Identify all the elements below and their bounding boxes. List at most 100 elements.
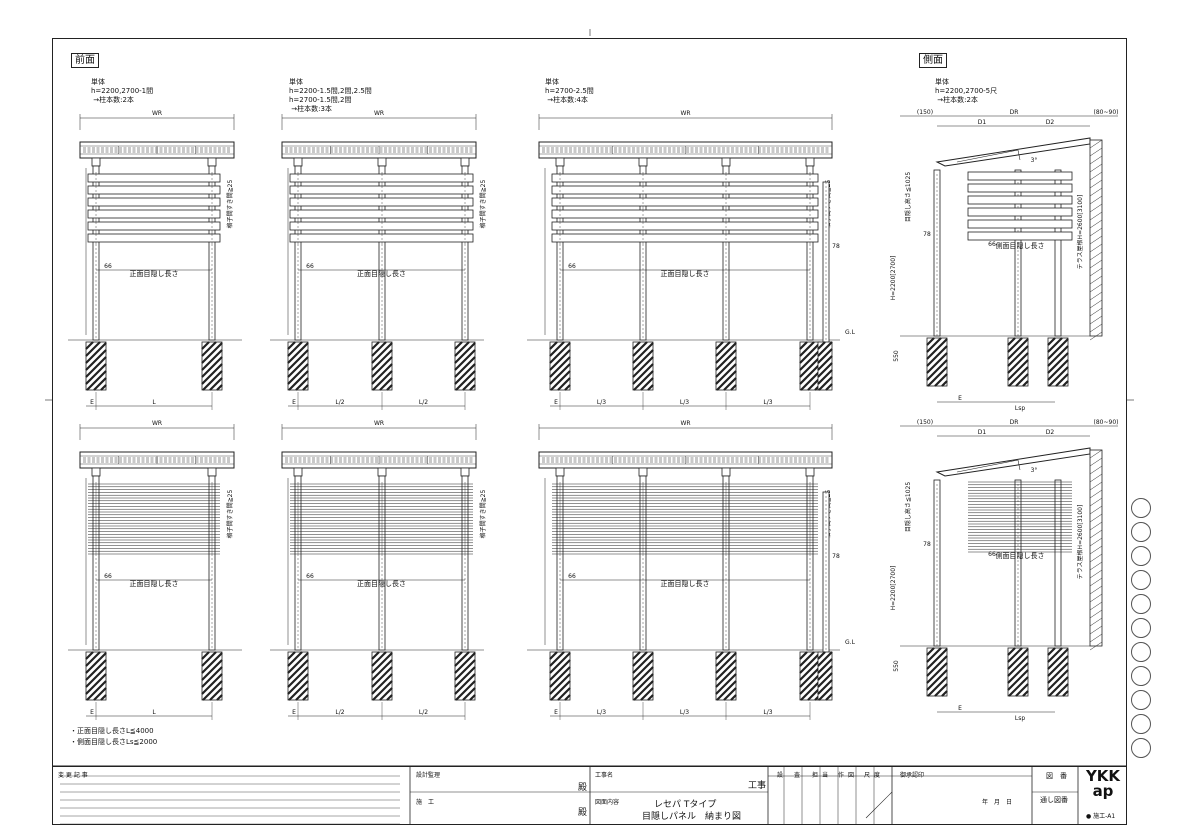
foundation-hatch: [799, 659, 821, 681]
wall-hatch: [1089, 609, 1103, 619]
note-3: 単体 h=2700-2.5間 →柱本数:4本: [545, 78, 594, 104]
foundation-hatch: [86, 370, 107, 391]
foundation-hatch: [926, 338, 948, 360]
foundation-hatch: [715, 341, 724, 350]
span-label: L: [152, 399, 156, 406]
foundation-hatch: [799, 651, 815, 667]
dim-lsp: Lsp: [1015, 405, 1025, 412]
panel-slat: [551, 173, 819, 183]
foundation-hatch: [799, 349, 821, 371]
foundation-hatch: [85, 659, 107, 681]
design-supervisor-label: 設計監理: [416, 772, 441, 779]
dim-78: 78: [832, 553, 840, 560]
foundation-hatch: [817, 348, 833, 364]
wall-hatch: [1089, 331, 1103, 341]
post: [1054, 169, 1062, 337]
foundation-hatch: [469, 384, 476, 391]
col-label: 当: [822, 772, 829, 779]
scale-slash: [865, 791, 893, 819]
post-cap: [91, 467, 101, 477]
drawing-title-2: 目隠しパネル 納まり図: [642, 812, 742, 822]
h-label: H=2200[2700]: [890, 566, 897, 611]
blank-circle: [1131, 690, 1151, 710]
panel-slat: [551, 221, 819, 231]
wall-hatch: [1089, 601, 1103, 611]
foundation-hatch: [926, 337, 942, 353]
foundation-hatch: [550, 680, 571, 701]
foundation-hatch: [799, 341, 815, 357]
foundation-hatch: [564, 384, 571, 391]
wall-hatch: [1089, 171, 1103, 181]
foundation-hatch: [371, 341, 387, 357]
foundation-hatch: [454, 356, 476, 378]
span-label: L/3: [763, 399, 772, 406]
foundation-hatch: [927, 676, 948, 697]
foundation-hatch: [632, 651, 641, 660]
wall-hatch: [1089, 641, 1103, 651]
foundation-hatch: [800, 680, 821, 701]
dim-66: 66: [988, 241, 996, 248]
foundation-hatch: [715, 673, 737, 695]
foundation-hatch: [1047, 352, 1069, 374]
foundation-hatch: [469, 694, 476, 701]
panel-slat: [289, 173, 474, 183]
foundation-hatch: [287, 342, 309, 364]
wall-hatch: [1089, 505, 1103, 515]
foundation-hatch: [287, 341, 296, 350]
foundation-hatch: [462, 687, 476, 701]
panel-slat: [967, 195, 1073, 205]
foundation-hatch: [817, 651, 833, 667]
foundation-hatch: [549, 659, 571, 681]
foundation-hatch: [295, 377, 309, 391]
blank-circle: [1131, 738, 1151, 758]
foundation-hatch: [202, 680, 223, 701]
foundation-hatch: [817, 341, 833, 357]
panel-slat: [551, 233, 819, 243]
zuban-label: 図 番: [1046, 772, 1067, 780]
foundation-hatch: [1007, 337, 1016, 346]
foundation-hatch: [557, 687, 571, 701]
front-section-label: 前面: [71, 53, 99, 68]
span-label: L/2: [335, 709, 344, 716]
hide-height-label: 目隠し高さ≦1025: [904, 482, 912, 532]
panel-slat: [289, 209, 474, 219]
gap-label: 格子間すき間≧25: [479, 179, 487, 228]
panel-slat: [87, 209, 221, 219]
foundation-hatch: [455, 370, 476, 391]
dim-e: E: [958, 705, 962, 712]
roof-profile: [935, 137, 1091, 167]
wall-hatch: [1089, 617, 1103, 627]
foundation-hatch: [1048, 676, 1069, 697]
dim-66: 66: [104, 573, 112, 580]
foundation-hatch: [379, 377, 393, 391]
rafter: [1017, 149, 1021, 161]
panel-slat: [87, 197, 221, 207]
foundation-hatch: [926, 647, 935, 656]
wall-hatch: [1089, 139, 1103, 149]
foundation-hatch: [817, 658, 833, 674]
foundation-hatch: [800, 370, 821, 391]
dim-66: 66: [568, 573, 576, 580]
side-section-label: 側面: [919, 53, 947, 68]
foundation-hatch: [201, 666, 223, 688]
foundation-hatch: [371, 341, 380, 350]
front-length-label: 正面目隠し長さ: [357, 579, 406, 588]
title-block: 変 更 記 事 設計監理 殿 施 工 殿 工事名 工事 図面内容 レセパ Tタイ…: [52, 766, 1127, 826]
hide-height-label: 目隠し高さ≦1025: [904, 172, 912, 222]
foundation-hatch: [817, 362, 833, 378]
foundation-hatch: [454, 651, 463, 660]
foundation-hatch: [633, 680, 654, 701]
foundation-hatch: [302, 694, 309, 701]
dim-66: 66: [306, 263, 314, 270]
foundation-hatch: [632, 342, 654, 364]
foundation-hatch: [1047, 662, 1069, 684]
foundation-hatch: [549, 651, 565, 667]
blank-circle: [1131, 714, 1151, 734]
span-label: L: [152, 709, 156, 716]
foundation-hatch: [85, 342, 107, 364]
foundation-hatch: [454, 341, 463, 350]
foundation-hatch: [287, 651, 303, 667]
post-cap: [638, 467, 648, 477]
foundation-hatch: [1047, 647, 1056, 656]
